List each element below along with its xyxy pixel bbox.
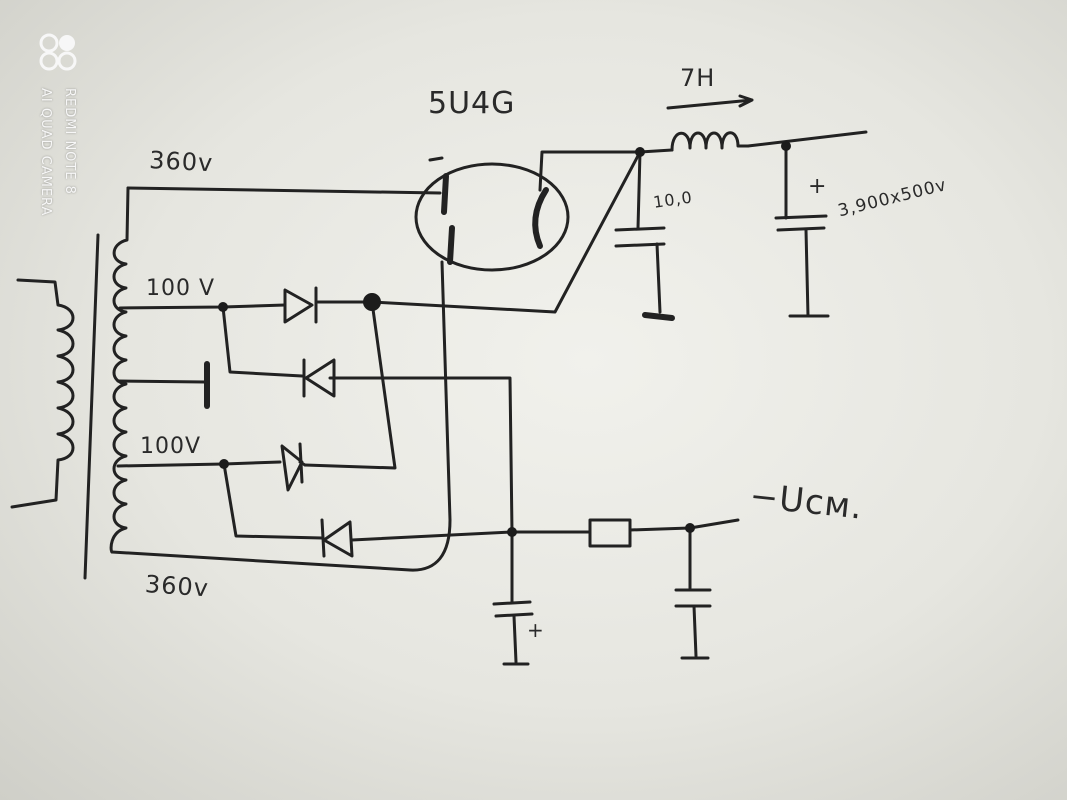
wire-360v-top [126, 186, 442, 195]
label-360v-bottom: 360v [144, 570, 210, 603]
wire-bias [510, 518, 740, 534]
label-plus-bottom: + [527, 618, 545, 642]
diode-3 [280, 442, 304, 492]
wire-lower-branch [222, 462, 514, 542]
capacitor-bias-2 [674, 526, 712, 660]
label-plus-large: + [808, 174, 828, 199]
tube-plate-2 [447, 225, 455, 265]
tube-5u4g-envelope [414, 162, 570, 272]
watermark-camera: AI QUAD CAMERA [38, 88, 53, 217]
tube-plate-1 [441, 173, 449, 215]
capacitor-10uf [614, 150, 675, 321]
diode-1 [283, 286, 318, 324]
wire-tube-cathode [538, 148, 674, 192]
camera-watermark: REDMI NOTE 8 AI QUAD CAMERA [36, 32, 86, 282]
junction-dots [218, 141, 791, 537]
bias-resistor [588, 518, 632, 548]
primary-winding [10, 278, 75, 509]
diode-4 [320, 518, 354, 558]
wire-center-tap [116, 379, 207, 384]
wire-upper-branch [221, 305, 514, 534]
capacitor-bias-1 [492, 530, 534, 666]
label-100v-upper: 100 V [146, 276, 216, 301]
choke-inductor [666, 94, 754, 152]
transformer-core [83, 233, 100, 580]
label-choke: 7H [680, 64, 716, 92]
wire-link-right [303, 300, 397, 470]
wire-tap-lower [116, 460, 307, 468]
watermark-model: REDMI NOTE 8 [62, 88, 77, 195]
label-tube: 5U4G [428, 86, 516, 121]
camera-logo-icon [39, 33, 77, 71]
wire-tube-top [428, 156, 444, 162]
wire-output-top [746, 130, 868, 148]
wire-360v-bottom [110, 260, 452, 572]
secondary-winding [109, 186, 130, 554]
diode-2 [302, 358, 336, 398]
capacitor-large [774, 144, 830, 318]
label-100v-lower: 100V [140, 434, 202, 459]
tube-filament [532, 187, 549, 249]
label-360v-top: 360v [148, 146, 214, 178]
